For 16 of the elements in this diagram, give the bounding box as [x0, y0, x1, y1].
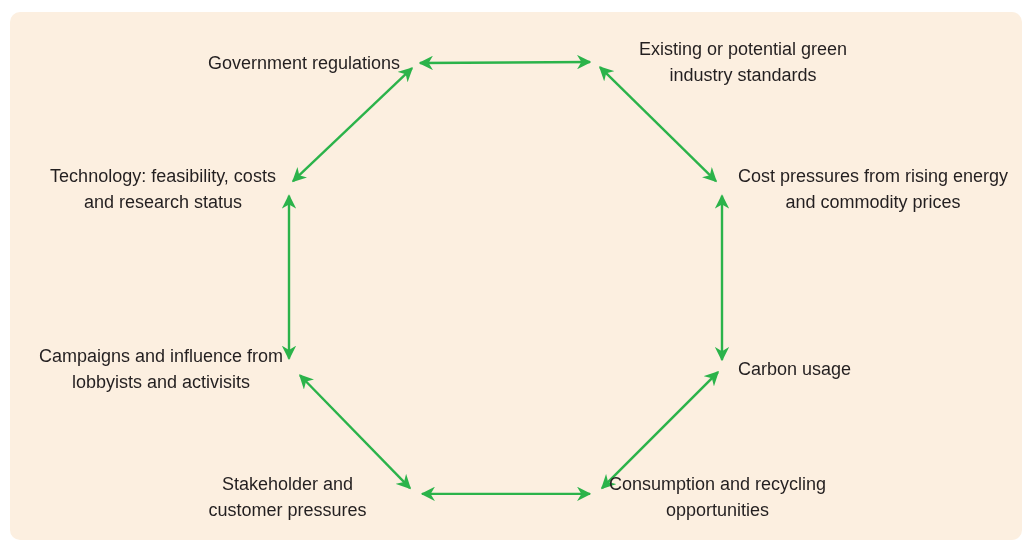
- factor-label: Campaigns and influence from lobbyists and activisits: [25, 343, 297, 395]
- double-arrow: [299, 374, 411, 490]
- double-arrow: [598, 66, 718, 183]
- factor-label: Carbon usage: [738, 356, 878, 382]
- double-arrow: [281, 194, 297, 361]
- double-arrow: [418, 54, 592, 71]
- factor-label: Stakeholder and customer pressures: [195, 471, 380, 523]
- factor-label: Cost pressures from rising energy and commodity prices: [728, 163, 1018, 215]
- double-arrow: [714, 194, 730, 362]
- factor-label: Government regulations: [165, 50, 400, 76]
- double-arrow: [291, 67, 414, 183]
- factor-label: Existing or potential green industry standards: [612, 36, 874, 88]
- factor-label: Technology: feasibility, costs and research status: [40, 163, 286, 215]
- factor-label: Consumption and recycling opportunities: [605, 471, 830, 523]
- double-arrow: [420, 486, 592, 502]
- double-arrow: [601, 371, 719, 490]
